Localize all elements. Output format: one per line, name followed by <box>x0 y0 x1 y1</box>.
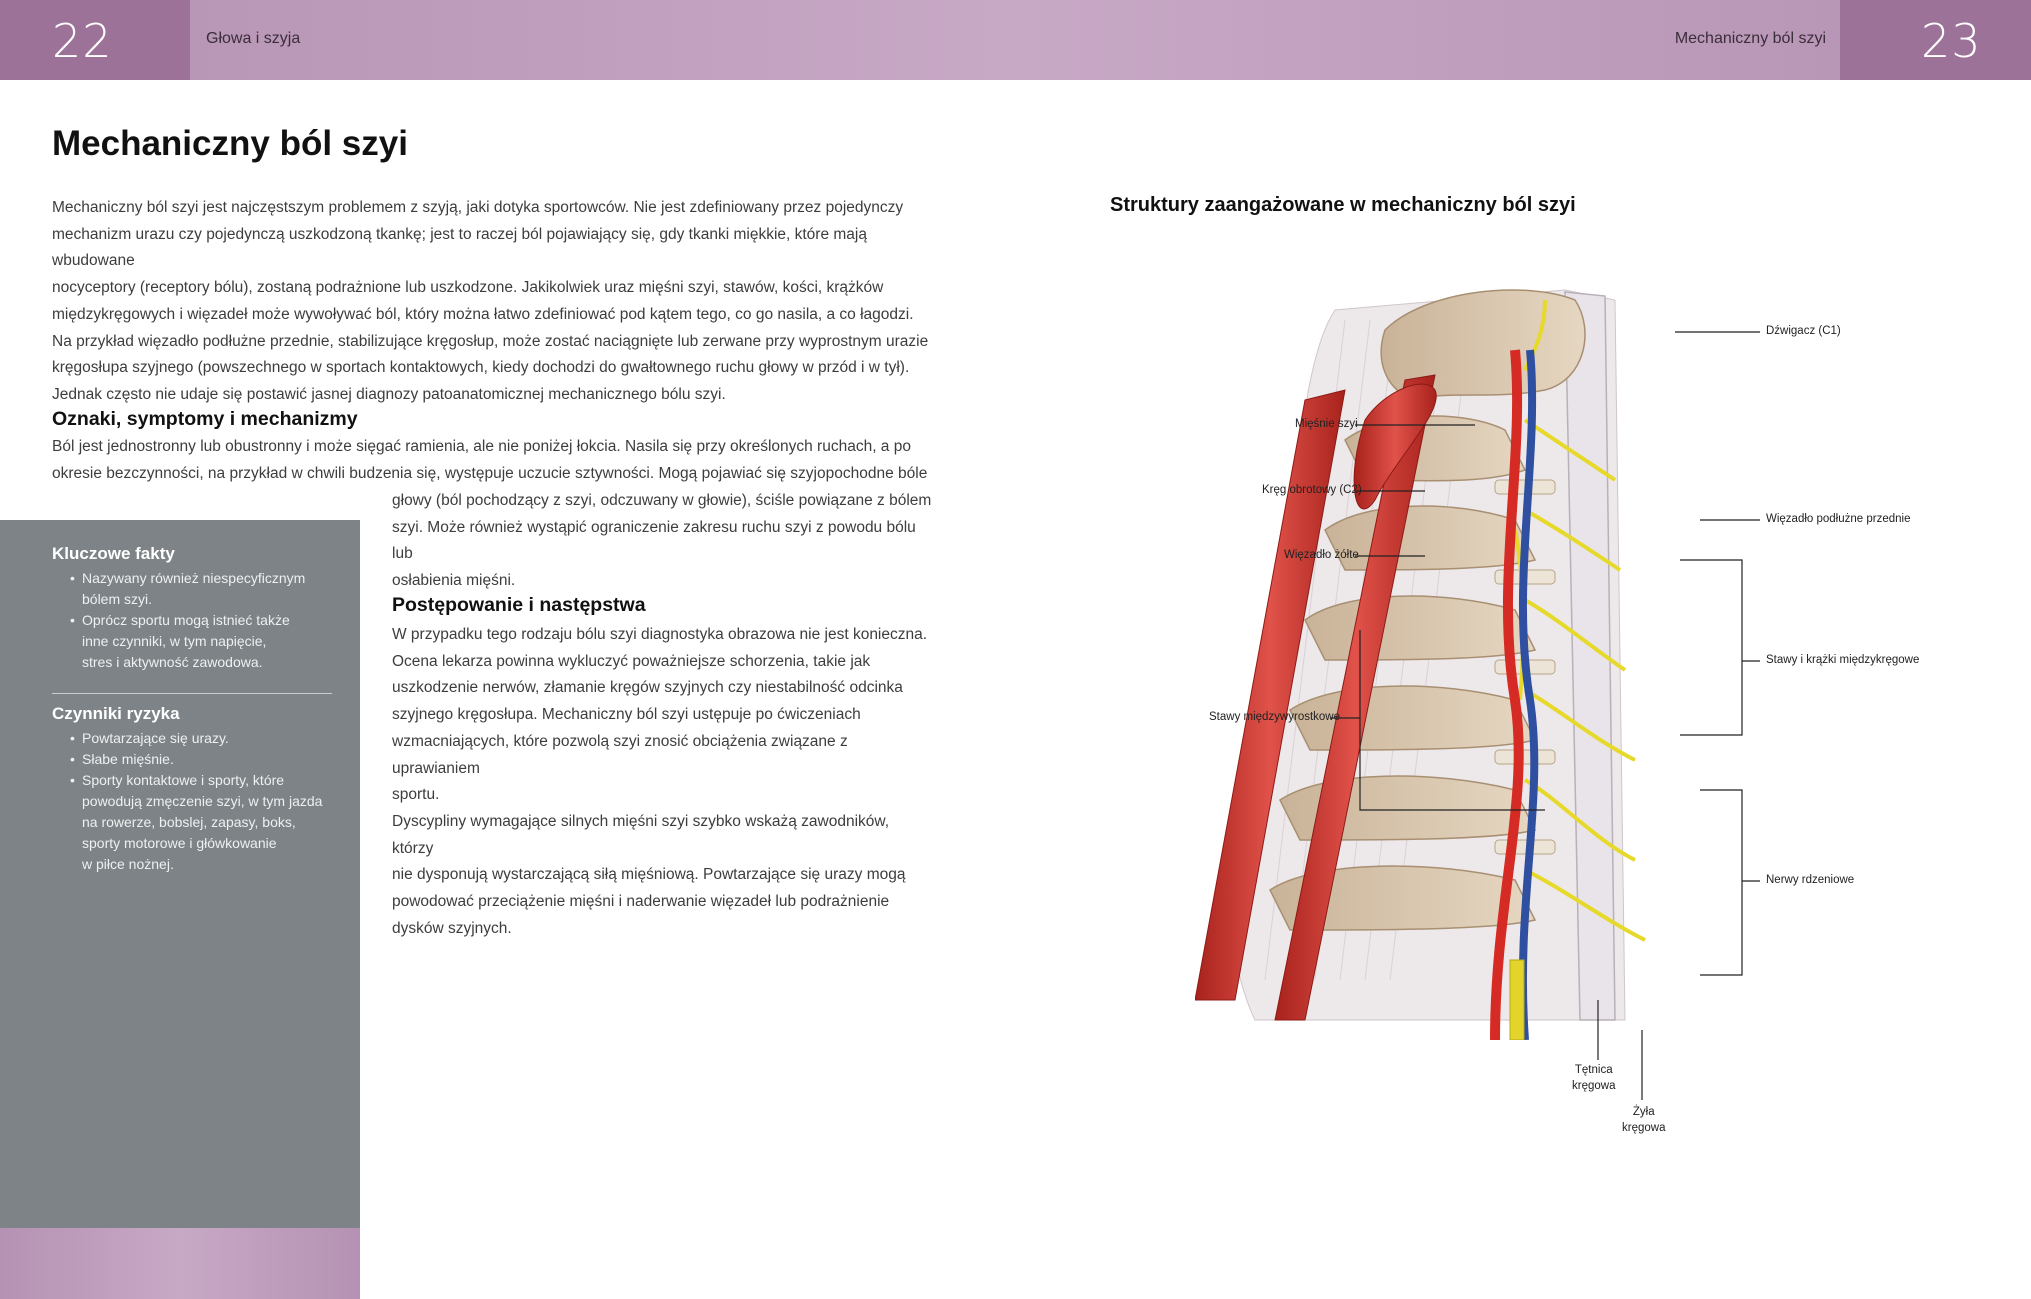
text-line: osłabienia mięśni. <box>392 572 516 590</box>
label-ligamentum-flavum: Więzadło żółte <box>1284 549 1359 561</box>
page-title: Mechaniczny ból szyi <box>52 124 408 163</box>
longus-muscle <box>1195 389 1346 1001</box>
list-item-line: na rowerze, bobslej, zapasy, boks, <box>82 814 296 830</box>
label-joints-discs: Stawy i krążki międzykręgowe <box>1766 654 1920 666</box>
scalene-muscle <box>1274 374 1436 1021</box>
left-running-title: Głowa i szyja <box>206 30 301 47</box>
text-line: szyi. Może również wystąpić ograniczenie… <box>392 518 916 563</box>
text-line: okresie bezczynności, na przykład w chwi… <box>52 464 928 482</box>
label-vertebral-vein: Żyła kręgowa <box>1622 1104 1665 1136</box>
figure-title: Struktury zaangażowane w mechaniczny ból… <box>1110 194 1576 216</box>
label-line: Żyła <box>1632 1106 1655 1118</box>
text-line: Dyscypliny wymagające silnych mięśni szy… <box>392 813 890 857</box>
key-facts-sidebar: Kluczowe fakty Nazywany również niespecy… <box>0 520 360 1228</box>
intro-paragraph: Mechaniczny ból szyi jest najczęstszym p… <box>52 195 932 409</box>
signs-paragraph-narrow: głowy (ból pochodzący z szyi, odczuwany … <box>392 488 932 595</box>
text-line: głowy (ból pochodzący z szyi, odczuwany … <box>392 492 932 509</box>
section-heading-signs: Oznaki, symptomy i mechanizmy <box>52 408 358 430</box>
text-line: wzmacniających, które pozwolą szyi znosi… <box>392 732 848 777</box>
cervical-spine-illustration <box>1195 289 1646 1040</box>
management-paragraph-1: W przypadku tego rodzaju bólu szyi diagn… <box>392 622 932 809</box>
text-line: sportu. <box>392 786 440 804</box>
label-neck-muscles: Mięśnie szyi <box>1295 418 1358 430</box>
sidebar-divider <box>52 693 332 694</box>
risk-factors-list: Powtarzające się urazy. Słabe mięśnie. S… <box>52 728 332 875</box>
text-line: nocyceptory (receptory bólu), zostaną po… <box>52 279 884 297</box>
label-spinal-nerves: Nerwy rdzeniowe <box>1766 874 1855 886</box>
list-item-line: inne czynniki, w tym napięcie, <box>82 633 267 649</box>
key-facts-title: Kluczowe fakty <box>52 544 175 563</box>
text-line: międzykręgowych i więzadeł może wywoływa… <box>52 305 914 323</box>
list-item-line: powodują zmęczenie szyi, w tym jazda <box>82 793 323 809</box>
label-facet-joints: Stawy międzywyrostkowe <box>1209 711 1341 723</box>
spinal-cord <box>1509 959 1525 1040</box>
signs-paragraph-wide: Ból jest jednostronny lub obustronny i m… <box>52 434 932 487</box>
risk-factors-title: Czynniki ryzyka <box>52 704 180 723</box>
left-page-number: 22 <box>52 14 113 68</box>
label-line: kręgowa <box>1622 1122 1666 1134</box>
upper-neck-muscle <box>1353 383 1437 510</box>
text-line: dysków szyjnych. <box>392 919 512 937</box>
text-line: nie dysponują wystarczającą siłą mięśnio… <box>392 866 906 884</box>
list-item-line: Oprócz sportu mogą istnieć także <box>82 612 290 628</box>
text-line: Jednak często nie udaje się postawić jas… <box>52 385 726 403</box>
section-heading-management: Postępowanie i następstwa <box>392 594 646 616</box>
text-line: Ocena lekarza powinna wykluczyć poważnie… <box>392 652 871 670</box>
text-line: szyjnego kręgosłupa. Mechaniczny ból szy… <box>392 706 861 724</box>
list-item: Słabe mięśnie. <box>70 749 332 770</box>
text-line: mechanizm urazu czy pojedynczą uszkodzon… <box>52 225 867 270</box>
list-item-line: sporty motorowe i główkowanie <box>82 835 277 851</box>
label-atlas: Dźwigacz (C1) <box>1766 325 1841 337</box>
text-line: Na przykład więzadło podłużne przednie, … <box>52 332 929 350</box>
list-item: Powtarzające się urazy. <box>70 728 332 749</box>
list-item: Nazywany również niespecyficznym bólem s… <box>70 568 332 610</box>
list-item-line: Nazywany również niespecyficznym <box>82 570 306 586</box>
key-facts-list: Nazywany również niespecyficznym bólem s… <box>52 568 332 673</box>
header-band <box>0 0 2031 80</box>
management-paragraph-2: Dyscypliny wymagające silnych mięśni szy… <box>392 809 932 943</box>
text-line: Mechaniczny ból szyi jest najczęstszym p… <box>52 199 904 216</box>
text-line: Ból jest jednostronny lub obustronny i m… <box>52 438 911 455</box>
label-line: Tętnica <box>1574 1064 1613 1076</box>
vertebral-vein <box>1518 349 1539 1040</box>
list-item: Oprócz sportu mogą istnieć także inne cz… <box>70 610 332 673</box>
text-line: powodować przeciążenie mięśni i naderwan… <box>392 893 890 911</box>
right-page-number-box <box>1840 0 2031 80</box>
text-line: uszkodzenie nerwów, złamanie kręgów szyj… <box>392 679 903 697</box>
text-line: kręgosłupa szyjnego (powszechnego w spor… <box>52 359 910 377</box>
list-item: Sporty kontaktowe i sporty, które powodu… <box>70 770 332 875</box>
right-running-title: Mechaniczny ból szyi <box>1674 30 1826 47</box>
left-page-number-box <box>0 0 190 80</box>
list-item-line: Sporty kontaktowe i sporty, które <box>82 772 285 788</box>
list-item-line: Słabe mięśnie. <box>82 751 174 767</box>
list-item-line: stres i aktywność zawodowa. <box>82 654 263 670</box>
label-vertebral-artery: Tętnica kręgowa <box>1572 1062 1615 1094</box>
label-anterior-ligament: Więzadło podłużne przednie <box>1766 513 1911 525</box>
right-page-number: 23 <box>1921 14 1982 68</box>
vertebral-artery <box>1490 349 1524 1040</box>
text-line: W przypadku tego rodzaju bólu szyi diagn… <box>392 626 928 643</box>
label-line: kręgowa <box>1572 1080 1616 1092</box>
list-item-line: w piłce nożnej. <box>82 856 174 872</box>
list-item-line: Powtarzające się urazy. <box>82 730 229 746</box>
label-axis: Kręg obrotowy (C2) <box>1262 484 1362 496</box>
list-item-line: bólem szyi. <box>82 591 153 607</box>
footer-band <box>0 1228 360 1299</box>
